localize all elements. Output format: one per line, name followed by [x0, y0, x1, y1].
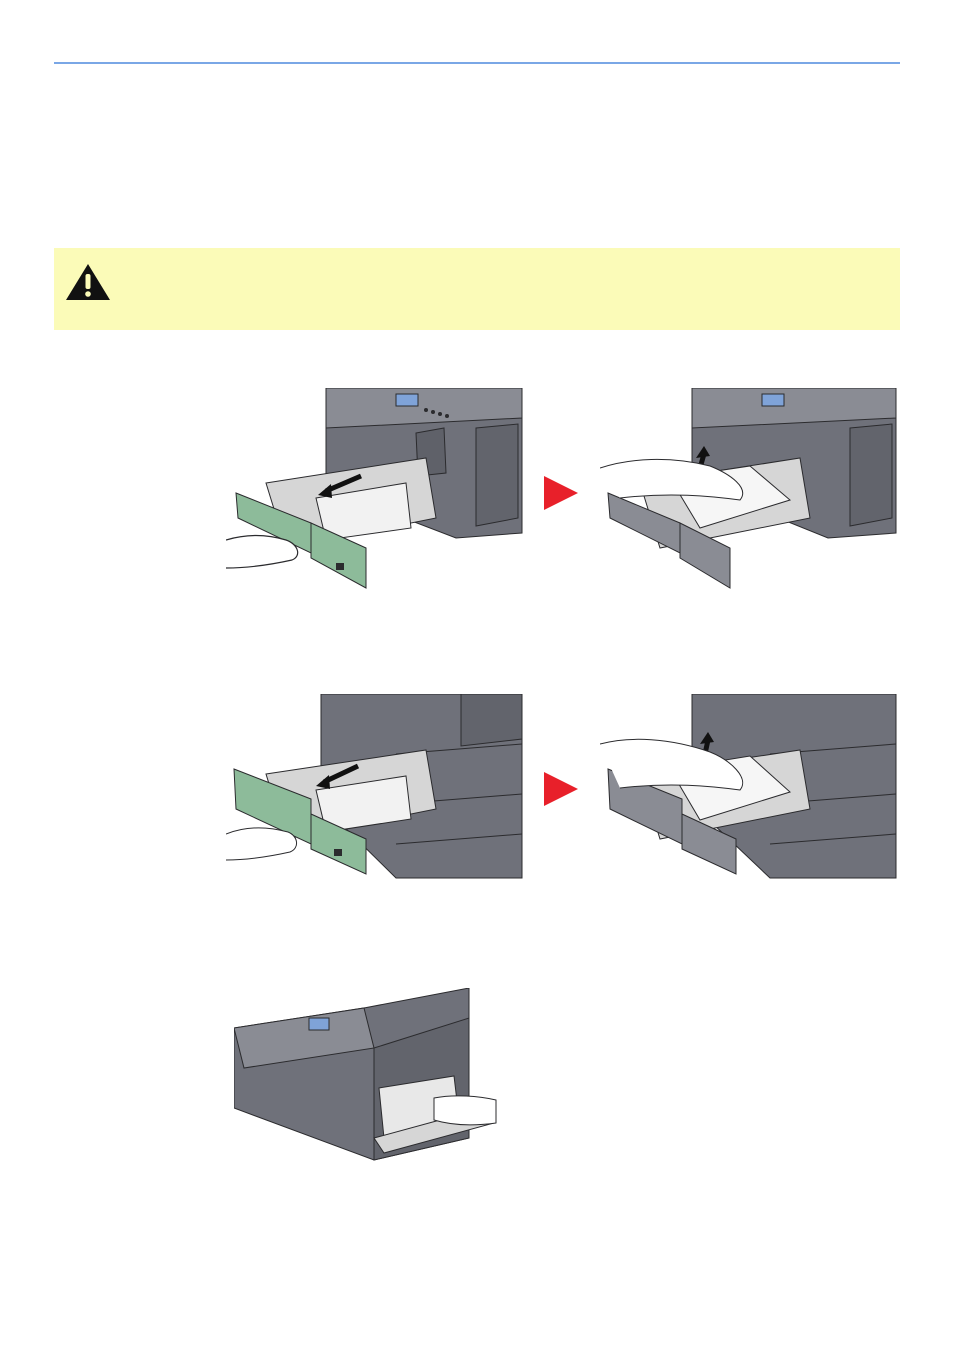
next-step-arrow	[544, 476, 578, 510]
next-step-arrow-2	[544, 772, 578, 806]
multipurpose-tray-remove-paper-illustration	[234, 988, 499, 1164]
warning-triangle-icon	[64, 262, 112, 302]
header-rule	[54, 62, 900, 64]
cassette-2-open-illustration	[226, 694, 526, 880]
cassette-2-remove-paper-illustration	[600, 694, 900, 880]
cassette-1-open-illustration	[226, 388, 526, 593]
cassette-1-remove-paper-illustration	[600, 388, 900, 593]
caution-box	[54, 248, 900, 330]
